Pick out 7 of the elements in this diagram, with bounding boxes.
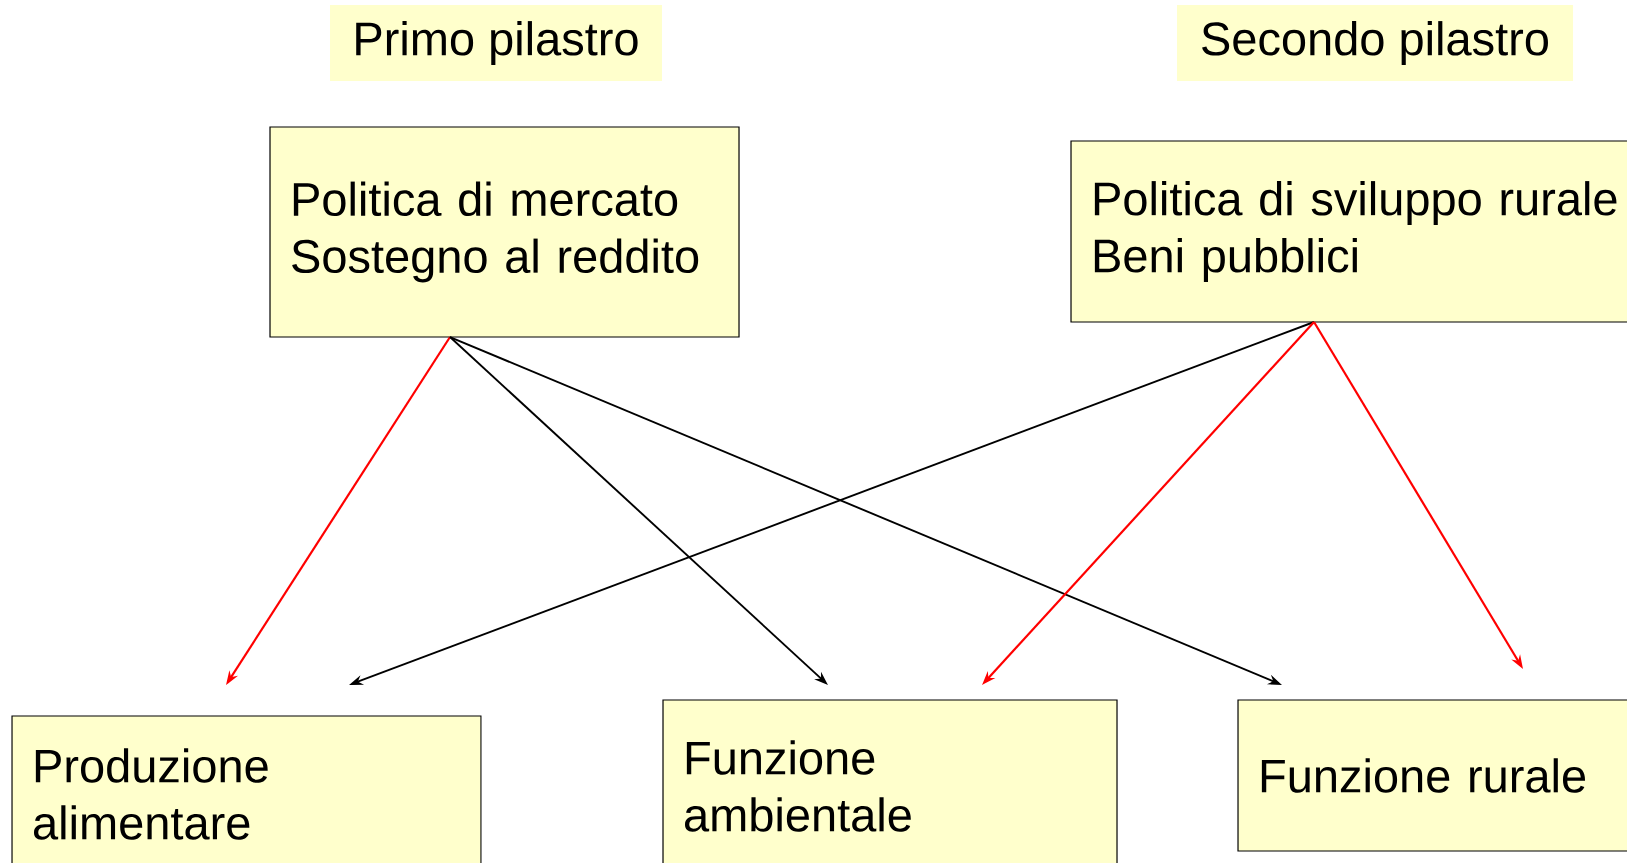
text-box: Funzione rurale [1237, 699, 1627, 852]
heading-box: Secondo pilastro [1177, 5, 1573, 81]
text-box: Politica di mercato Sostegno al reddito [269, 126, 740, 338]
text-box: Funzione ambientale [662, 699, 1118, 863]
heading-box: Primo pilastro [330, 5, 662, 81]
text-box: Produzione alimentare [11, 715, 482, 863]
text-box: Politica di sviluppo rurale Beni pubblici [1070, 140, 1627, 323]
